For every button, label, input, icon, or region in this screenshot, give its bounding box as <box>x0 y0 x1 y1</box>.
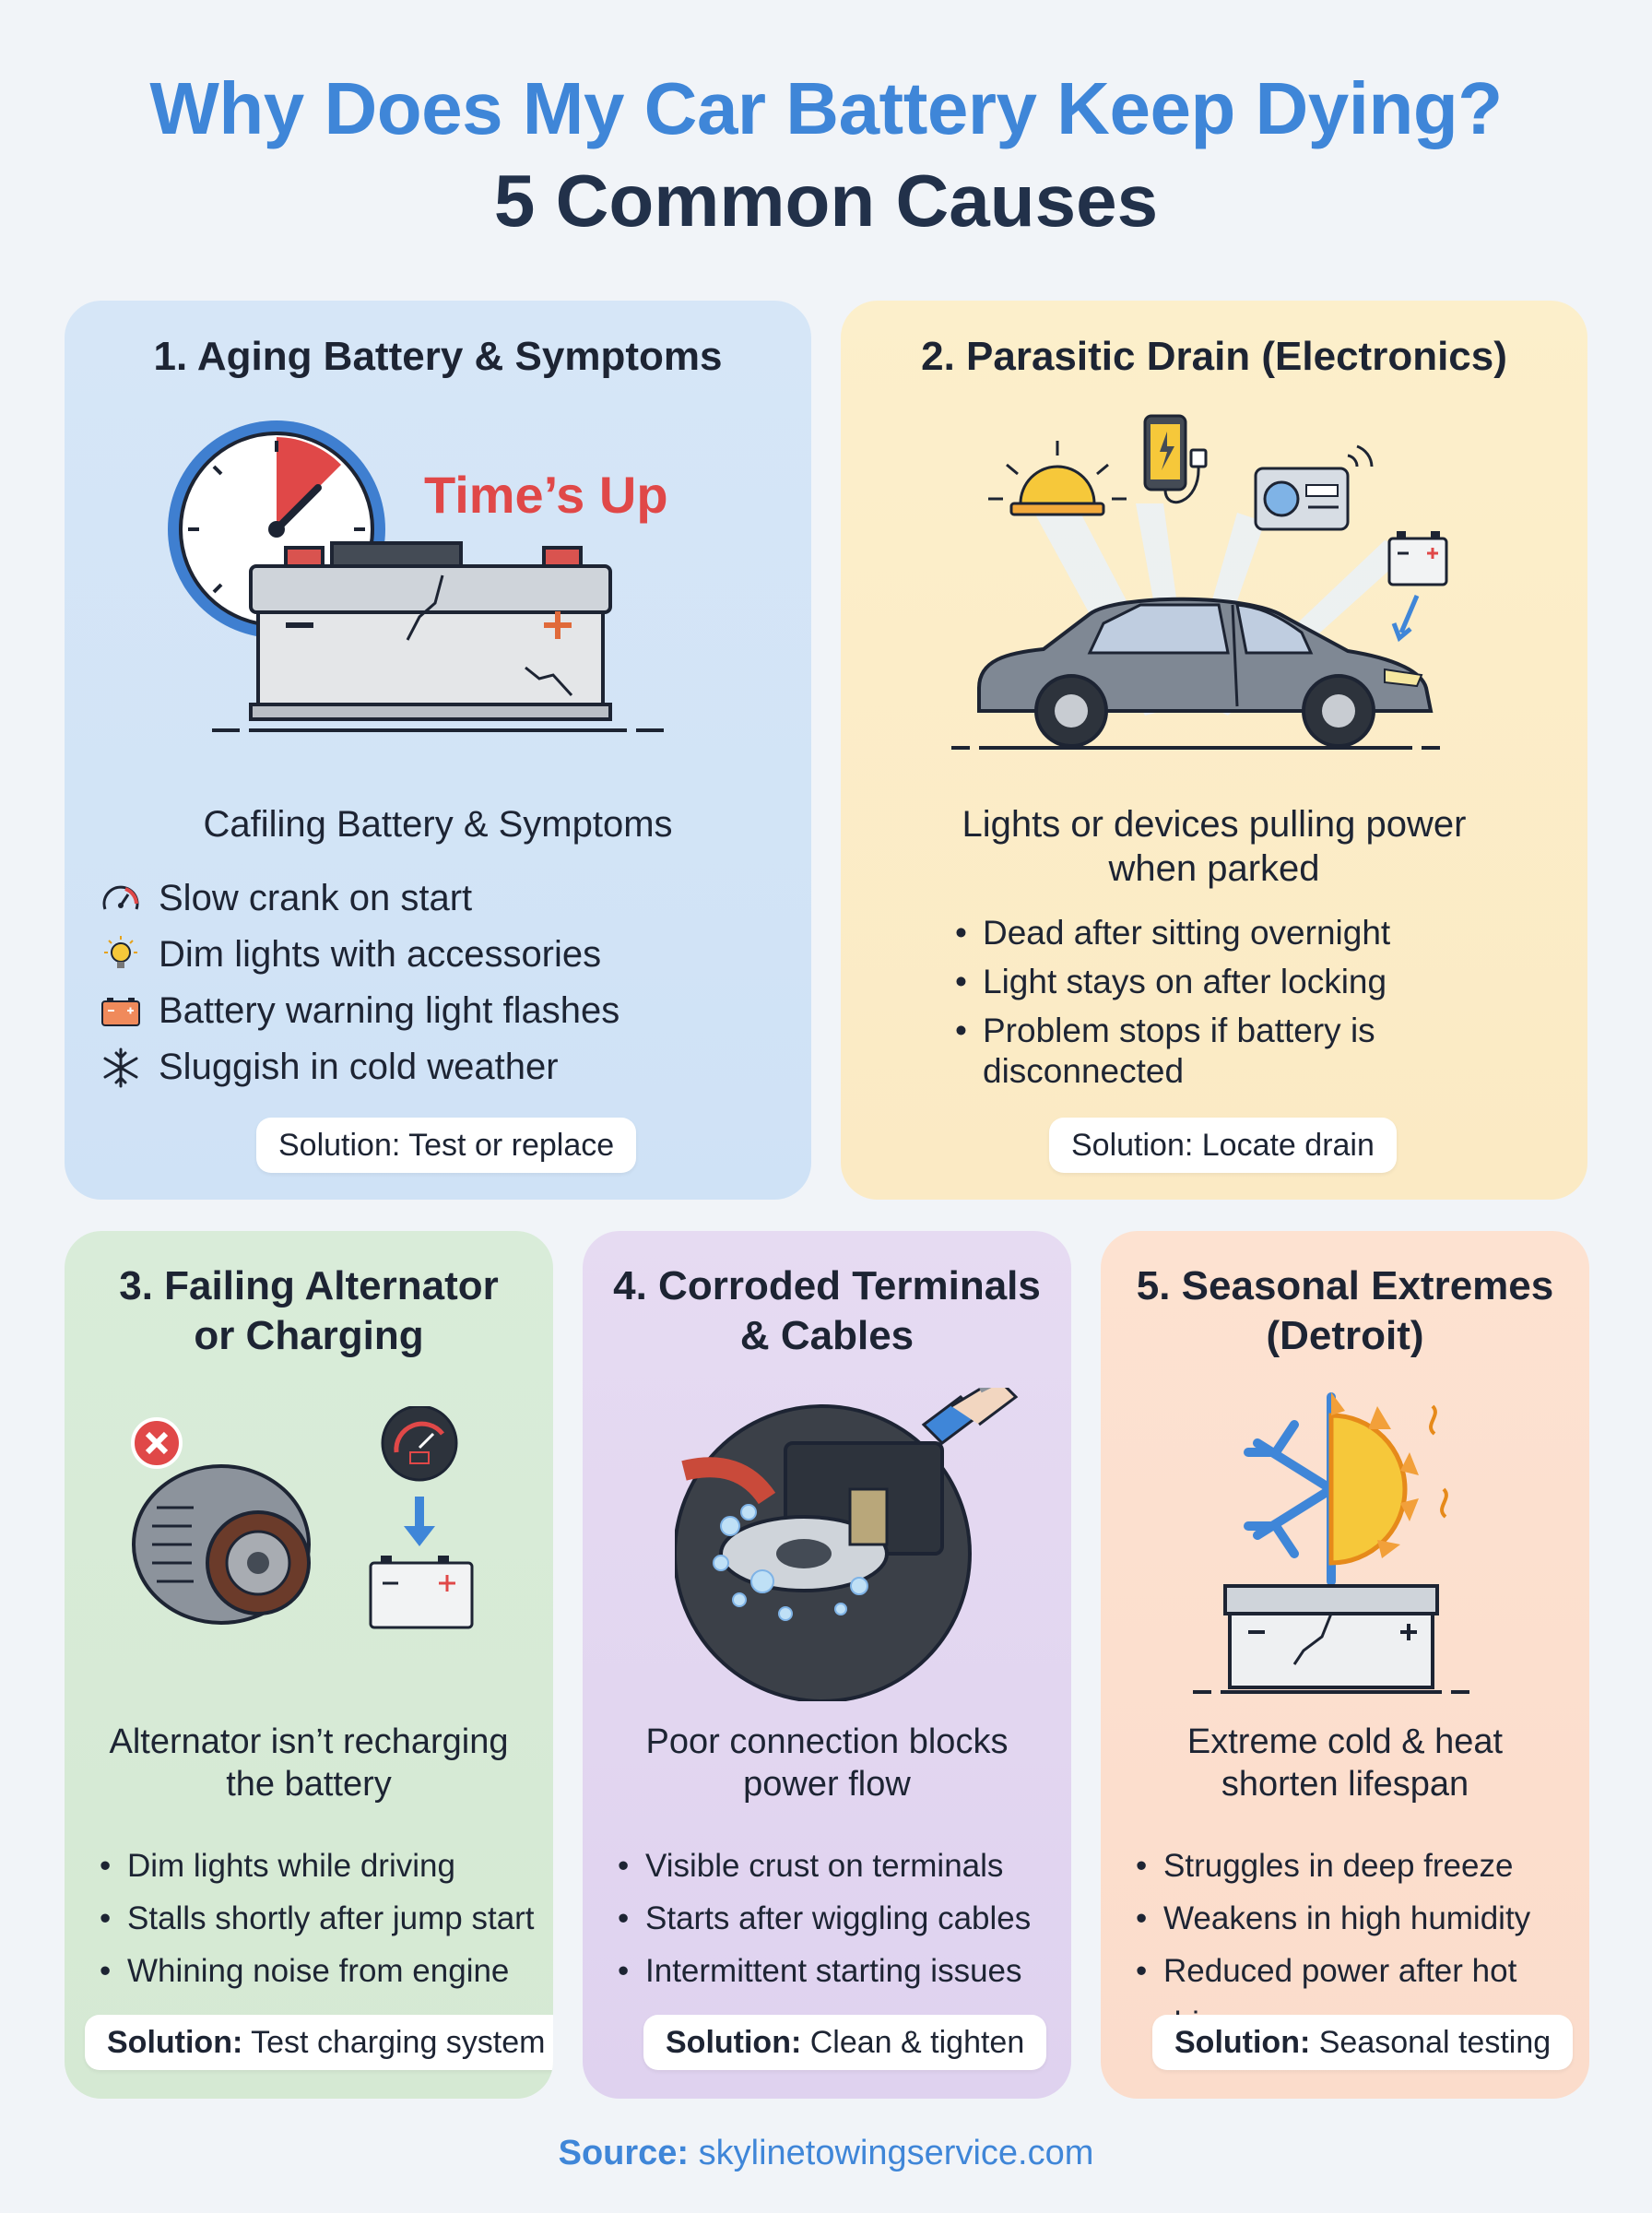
page-subtitle: 5 Common Causes <box>493 160 1159 242</box>
alternator-illustration <box>131 1406 474 1629</box>
solution-label: Solution: <box>666 2025 802 2060</box>
alternator-icon <box>131 1417 311 1625</box>
cracked-battery-icon <box>1193 1584 1469 1694</box>
symptom-list: Slow crank on start Dim lights with acce… <box>98 870 620 1095</box>
list-item: Whining noise from engine <box>96 1945 535 1997</box>
radio-icon <box>1254 444 1374 531</box>
card-title-line2: (Detroit) <box>1266 1313 1424 1358</box>
list-item: Struggles in deep freeze <box>1132 1840 1589 1892</box>
bullet-list: Dim lights while driving Stalls shortly … <box>96 1840 535 1997</box>
list-item: Sluggish in cold weather <box>98 1039 620 1095</box>
solution-badge: Solution: Locate drain <box>1049 1118 1397 1173</box>
card-subhead-line1: Extreme cold & heat <box>1186 1722 1504 1761</box>
list-item: Slow crank on start <box>98 870 620 927</box>
card-title: 1. Aging Battery & Symptoms <box>153 334 723 379</box>
source-footer: Source: skylinetowingservice.com <box>0 2134 1652 2173</box>
solution-value: Clean & tighten <box>809 2025 1025 2060</box>
solution-value: Test charging system <box>251 2025 546 2060</box>
card-subhead-line1: Alternator isn’t recharging <box>109 1722 509 1761</box>
symptom-text: Slow crank on start <box>159 878 473 918</box>
card-subhead: Cafiling Battery & Symptoms <box>203 804 673 845</box>
seasonal-extremes-illustration <box>1193 1392 1469 1694</box>
snowflake-icon <box>103 1047 138 1087</box>
source-link[interactable]: skylinetowingservice.com <box>698 2134 1094 2172</box>
card-subhead-line2: when parked <box>1108 848 1320 889</box>
solution-label: Solution: <box>107 2025 243 2060</box>
card-subhead-line2: shorten lifespan <box>1221 1765 1469 1804</box>
solution-badge: Solution: Test or replace <box>256 1118 637 1173</box>
car-icon <box>951 597 1440 750</box>
list-item: Dead after sitting overnight <box>951 913 1541 953</box>
solution-badge: Solution: Clean & tighten <box>643 2015 1047 2070</box>
card-corroded-terminals: 4. Corroded Terminals & Cables Poor conn… <box>583 1231 1071 2099</box>
battery-icon <box>1387 531 1448 643</box>
list-item: Battery warning light flashes <box>98 983 620 1039</box>
gauge-icon <box>102 885 139 909</box>
card-title-line1: 3. Failing Alternator <box>119 1263 499 1308</box>
list-item: Weakens in high humidity <box>1132 1892 1589 1945</box>
solution-label: Solution: <box>1174 2025 1311 2060</box>
bullet-list: Visible crust on terminals Starts after … <box>614 1840 1031 1997</box>
card-seasonal-extremes: 5. Seasonal Extremes (Detroit) <box>1101 1231 1589 2099</box>
lightbulb-icon <box>104 935 137 968</box>
card-parasitic-drain: 2. Parasitic Drain (Electronics) <box>841 301 1587 1200</box>
parasitic-drain-illustration <box>951 414 1448 750</box>
list-item: Intermittent starting issues <box>614 1945 1031 1997</box>
aging-battery-illustration <box>168 420 664 732</box>
card-title-line2: or Charging <box>194 1313 424 1358</box>
bullet-list: Dead after sitting overnight Light stays… <box>951 913 1541 1100</box>
card-subhead-line2: the battery <box>226 1765 392 1804</box>
card-subhead-line1: Lights or devices pulling power <box>962 804 1467 845</box>
source-label: Source: <box>558 2134 690 2172</box>
list-item: Light stays on after locking <box>951 962 1541 1002</box>
card-aging-battery: 1. Aging Battery & Symptoms <box>65 301 811 1200</box>
card-failing-alternator: 3. Failing Alternator or Charging <box>65 1231 553 2099</box>
list-item: Visible crust on terminals <box>614 1840 1031 1892</box>
card-title-line1: 5. Seasonal Extremes <box>1136 1263 1554 1308</box>
solution-badge: Solution: Seasonal testing <box>1152 2015 1574 2070</box>
symptom-text: Dim lights with accessories <box>159 934 602 975</box>
card-title-line1: 4. Corroded Terminals <box>613 1263 1041 1308</box>
symptom-text: Battery warning light flashes <box>159 990 620 1031</box>
times-up-label: Time’s Up <box>424 466 668 524</box>
cracked-battery-icon <box>212 541 664 732</box>
solution-badge: Solution: Test charging system <box>85 2015 553 2070</box>
list-item: Dim lights with accessories <box>98 927 620 983</box>
card-subhead-line1: Poor connection blocks <box>645 1722 1009 1761</box>
symptom-text: Sluggish in cold weather <box>159 1047 559 1087</box>
card-title-line2: & Cables <box>739 1313 914 1358</box>
snowflake-icon <box>1244 1392 1336 1586</box>
list-item: Problem stops if battery is disconnected <box>951 1011 1541 1092</box>
card-subhead-line2: power flow <box>743 1765 911 1804</box>
sun-icon <box>1328 1392 1448 1566</box>
list-item: Stalls shortly after jump start <box>96 1892 535 1945</box>
solution-value: Seasonal testing <box>1318 2025 1552 2060</box>
corroded-terminal-illustration <box>675 1388 1019 1701</box>
list-item: Dim lights while driving <box>96 1840 535 1892</box>
bullet-list: Struggles in deep freeze Weakens in high… <box>1132 1840 1589 2050</box>
card-title: 2. Parasitic Drain (Electronics) <box>921 334 1507 379</box>
battery-icon <box>101 997 140 1026</box>
gauge-icon <box>381 1406 458 1482</box>
list-item: Starts after wiggling cables <box>614 1892 1031 1945</box>
battery-icon <box>369 1556 474 1629</box>
dome-light-icon <box>988 441 1127 516</box>
phone-icon <box>1143 414 1208 504</box>
page-title: Why Does My Car Battery Keep Dying? <box>149 67 1503 149</box>
